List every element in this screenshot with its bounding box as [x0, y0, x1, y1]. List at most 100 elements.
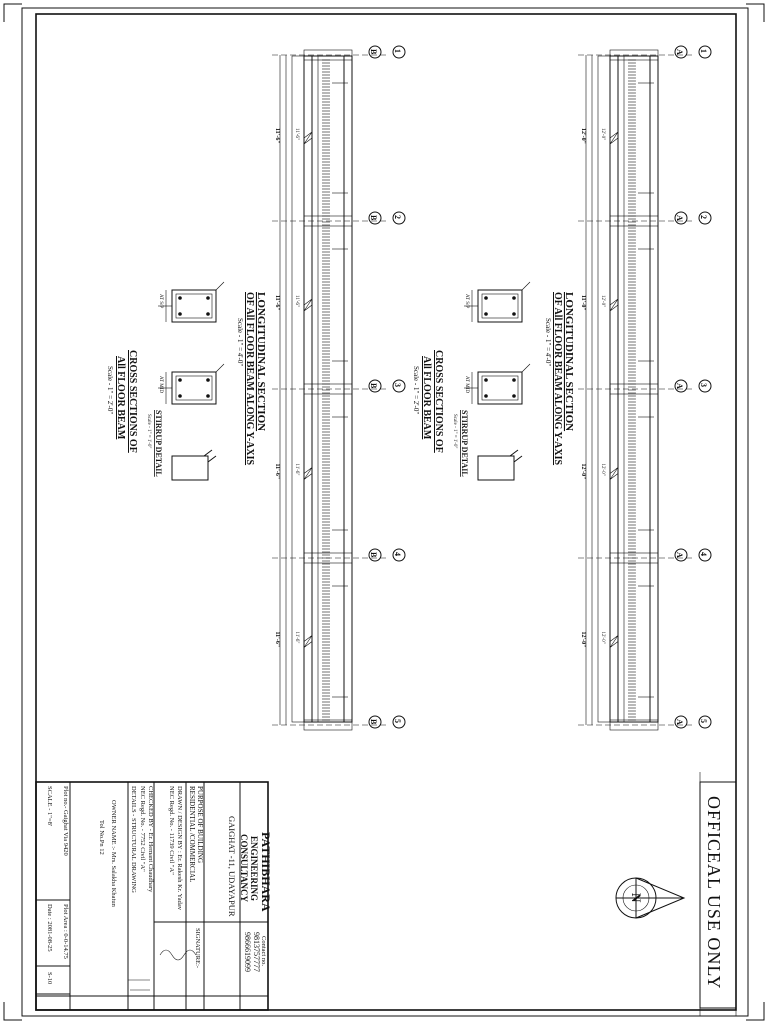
- axis-bubble: [674, 548, 688, 562]
- stirrup-title: STIRRUP DETAIL: [154, 410, 163, 477]
- clear-span-label: 12'-0": [600, 632, 605, 644]
- leader-line: [215, 363, 225, 373]
- cross-section-scale: Scale - 1" = 2'-0": [412, 366, 420, 414]
- inner-border: [35, 13, 737, 1011]
- clear-span-label: 12'-0": [600, 295, 605, 307]
- gridline-number-label: 2: [699, 215, 708, 219]
- title-block: [35, 781, 269, 1011]
- gridline-number-label: 2: [393, 215, 402, 219]
- longitudinal-scale: Scale - 1" = 4'-0": [236, 318, 244, 366]
- cross-section-label: AT S/P: [158, 294, 163, 308]
- span-dimension-label: 12'-0": [580, 128, 586, 144]
- cross-section-outline: [477, 371, 523, 405]
- cross-section-outline: [477, 289, 523, 323]
- clear-span-label: 12'-0": [600, 464, 605, 476]
- rebar-dot: [178, 296, 182, 300]
- title-block-text: PATHIBHARA ENGINEERING CONSULTANCY GAIGH…: [46, 786, 273, 984]
- break-mark: [609, 467, 619, 480]
- rebar-dot: [484, 296, 488, 300]
- rebar-dot: [178, 312, 182, 316]
- cross-section-outline: [171, 289, 217, 323]
- purpose-label: PURPOSE OF BUILDING: [196, 786, 204, 863]
- axis-letter-label: B: [369, 215, 378, 221]
- rebar-dot: [206, 296, 210, 300]
- signature-label: SIGNATURE:-: [194, 928, 201, 968]
- axis-letter-label: A: [675, 719, 684, 725]
- cross-section-title: CROSS SECTIONS OF: [433, 350, 444, 453]
- cross-section-stirrup: [481, 375, 519, 401]
- break-mark: [303, 635, 313, 648]
- stirrup-hook: [203, 449, 217, 463]
- compass-n-label: N: [629, 893, 644, 903]
- leader-line: [521, 363, 531, 373]
- leader-line: [215, 281, 225, 291]
- phone-1: 9813757777: [252, 932, 261, 972]
- tole-no: Tol No.Pn 12: [98, 820, 105, 855]
- clear-span-label: 11'-6": [294, 464, 299, 476]
- axis-letter-label: A: [675, 49, 684, 55]
- axis-letter-label: B: [369, 49, 378, 55]
- clear-span-label: 11'-6": [294, 632, 299, 644]
- axis-bubble: [674, 379, 688, 393]
- outer-border: [21, 7, 749, 1017]
- axis-letter-label: B: [369, 383, 378, 389]
- leader-line: [521, 281, 531, 291]
- date: Date : 2081-08-25: [46, 904, 53, 952]
- grid-bubble: [392, 548, 406, 562]
- axis-bubble: [368, 548, 382, 562]
- firm-name: PATHIBHARA: [259, 832, 273, 912]
- stirrup-scale: Scale - 1" = 1'-0": [146, 414, 151, 448]
- break-mark: [609, 635, 619, 648]
- drawn-reg: NEC Regd. No. - 11739 Civil "A": [168, 786, 175, 875]
- grid-bubble: [698, 211, 712, 225]
- rebar-dot: [484, 394, 488, 398]
- break-mark: [303, 298, 313, 312]
- gridline-number-label: 1: [393, 49, 402, 53]
- cross-section-subtitle: All FLOOR BEAM: [115, 356, 126, 440]
- grid-bubble: [392, 715, 406, 729]
- rebar-dot: [484, 312, 488, 316]
- north-arrow: N: [615, 877, 686, 919]
- span-dimension-label: 11'-6": [274, 632, 280, 648]
- span-dimension-label: 12'-0": [580, 632, 586, 648]
- rebar-dot: [512, 378, 516, 382]
- break-mark: [609, 131, 619, 145]
- cross-section-label: AT MID: [464, 376, 469, 393]
- stirrup-detail-outline: [171, 455, 209, 481]
- cross-section-label: AT MID: [158, 376, 163, 393]
- longitudinal-title: LONGITUDINAL SECTION: [255, 292, 267, 431]
- cross-section-stirrup: [175, 293, 213, 319]
- stirrups: [628, 59, 636, 721]
- rebar-dot: [178, 378, 182, 382]
- break-mark: [609, 298, 619, 312]
- break-mark: [303, 131, 313, 145]
- official-use-stamp: OFFICEAL USE ONLY: [699, 772, 737, 1016]
- stirrups: [322, 59, 330, 721]
- axis-bubble: [368, 715, 382, 729]
- drawn-by: DRAWN / DESIGN BY : Er. Rakesh Kr. Yadav: [176, 786, 183, 911]
- checked-by: CHECKED BY - Er. Hemant Chaudhary: [147, 786, 154, 893]
- grid-bubble: [698, 379, 712, 393]
- gridline-number-label: 5: [393, 719, 402, 723]
- axis-letter-label: A: [675, 383, 684, 389]
- rebar-dot: [206, 378, 210, 382]
- owner-name: OWNER NAME :- Mrs. Salakha Khatun: [110, 800, 117, 908]
- gridline-number-label: 5: [699, 719, 708, 723]
- rebar-dot: [206, 394, 210, 398]
- rebar-dot: [484, 378, 488, 382]
- span-dimension-label: 12'-0": [580, 464, 586, 480]
- rebar-dot: [206, 312, 210, 316]
- longitudinal-subtitle: OF All FLOOR BEAM ALONG Y-AXIS: [244, 292, 255, 466]
- grid-bubble: [392, 45, 406, 59]
- axis-bubble: [674, 715, 688, 729]
- plot-area: Plot Area : 0-0-14.75: [62, 904, 69, 959]
- span-dimension-label: 11'-6": [274, 128, 280, 144]
- axis-bubble: [368, 379, 382, 393]
- gridline-number-label: 3: [393, 383, 402, 387]
- clear-span-label: 12'-0": [600, 128, 605, 140]
- stirrup-scale: Scale - 1" = 1'-0": [452, 414, 457, 448]
- rebar-dot: [512, 394, 516, 398]
- purpose-value: RESIDENTIAL /COMMERCIAL: [188, 786, 196, 882]
